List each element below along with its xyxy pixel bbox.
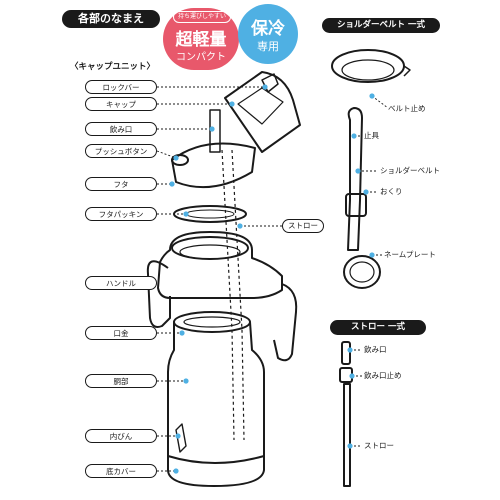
label-straw-stopper: 飲み口止め	[364, 371, 402, 380]
label-mouthpiece: 飲み口	[85, 122, 157, 136]
label-straw-tube: ストロー	[364, 441, 394, 450]
belt-ring-shape	[331, 49, 405, 83]
badge-sub-text: コンパクト	[176, 52, 226, 63]
label-bottom-cover: 底カバー	[85, 464, 157, 478]
label-name-plate: ネームプレート	[384, 250, 436, 259]
mouthpiece-shape	[209, 109, 221, 153]
label-cap: キャップ	[85, 97, 157, 111]
label-handle: ハンドル	[85, 276, 157, 290]
straw-tube-shape	[343, 383, 351, 487]
lightweight-badge: 持ち運びしやすい 超軽量 コンパクト	[163, 8, 239, 70]
belt-strap-shape	[347, 107, 363, 251]
badge-tagline: 持ち運びしやすい	[173, 11, 231, 23]
label-lock-bar: ロックバー	[85, 80, 157, 94]
name-plate-shape	[343, 255, 381, 289]
handle-shape	[146, 260, 171, 328]
straw-mouthpiece-shape	[341, 341, 351, 365]
label-slider: おくり	[380, 187, 403, 196]
bottom-cover-line	[167, 455, 265, 464]
cold-badge-main: 保冷	[251, 19, 285, 39]
label-straw-mouthpiece: 飲み口	[364, 345, 387, 354]
label-body: 胴部	[85, 374, 157, 388]
upper-body-shape	[157, 231, 283, 299]
label-belt-stopper: ベルト止め	[388, 104, 426, 113]
label-fastener: 止具	[364, 131, 379, 140]
label-push-button: プッシュボタン	[85, 144, 157, 158]
label-lid-gasket: フタパッキン	[85, 207, 157, 221]
inner-bottle-window	[175, 423, 187, 453]
cold-badge-sub: 専用	[257, 40, 279, 53]
belt-stopper-shape	[345, 193, 367, 217]
cap-base-shape	[171, 142, 256, 189]
cap-lid-shape	[224, 71, 301, 153]
cold-only-badge: 保冷 専用	[238, 4, 298, 64]
push-button-shape	[171, 154, 189, 166]
straw-set-title: ストロー 一式	[330, 320, 426, 335]
label-inner-bottle: 内びん	[85, 429, 157, 443]
label-neck: 口金	[85, 326, 157, 340]
label-lid: フタ	[85, 177, 157, 191]
label-shoulder-belt: ショルダーベルト	[380, 166, 440, 175]
shoulder-belt-title: ショルダーベルト 一式	[322, 18, 440, 33]
main-body-shape	[167, 321, 265, 487]
label-straw: ストロー	[282, 219, 324, 233]
cap-unit-title: 〈キャップユニット〉	[70, 62, 156, 72]
badge-main-text: 超軽量	[175, 30, 227, 50]
straw-path	[231, 149, 245, 441]
page-title: 各部のなまえ	[62, 10, 160, 28]
cap-lid-inner	[237, 87, 284, 125]
neck-ring-shape	[173, 311, 251, 333]
